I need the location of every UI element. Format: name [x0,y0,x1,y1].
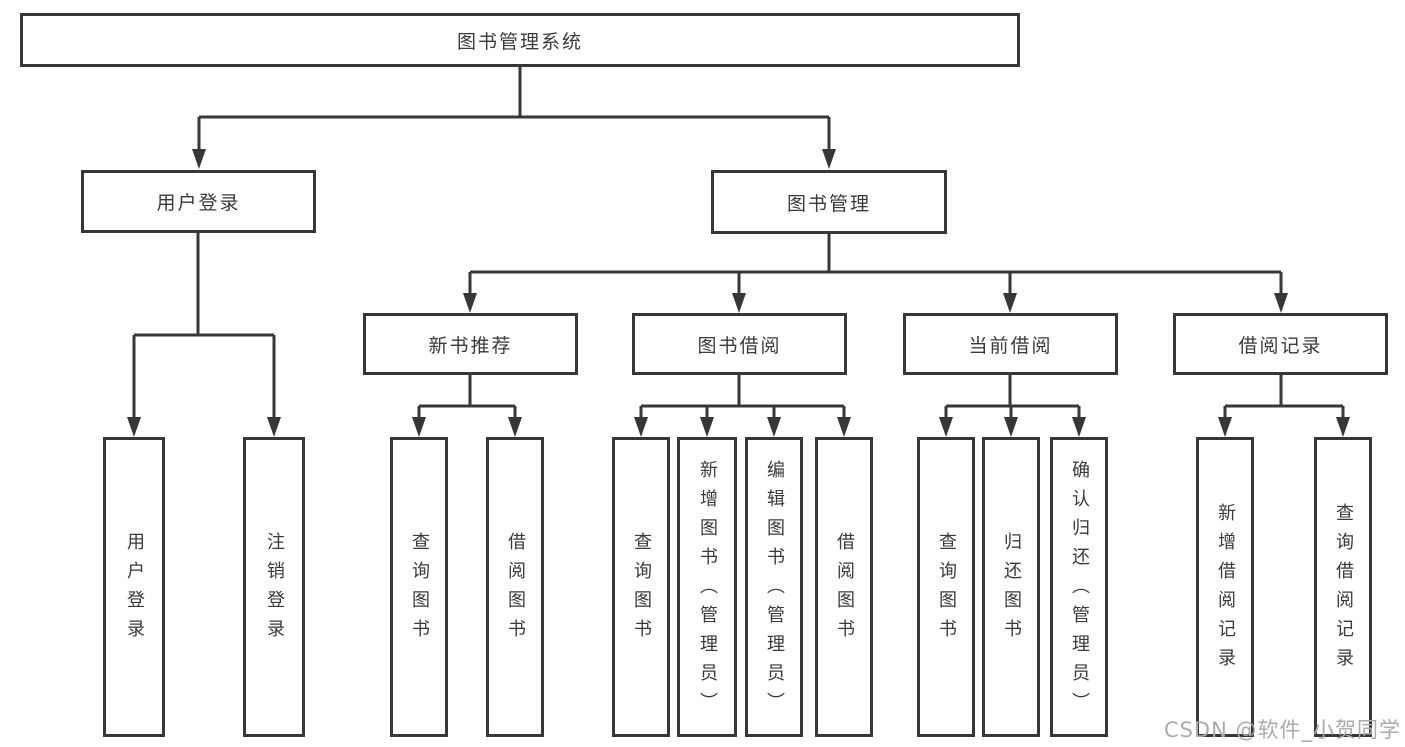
arrowhead [767,417,781,437]
connector-newbook-to-leaves [417,375,517,419]
arrowhead [463,293,477,313]
arrowhead [837,417,851,437]
leaf-query-books-current: 查询图书 [917,437,975,737]
arrowhead [1004,417,1018,437]
arrowhead [508,417,522,437]
arrowhead [1072,417,1086,437]
node-root-library-management-system: 图书管理系统 [20,13,1020,67]
arrowhead [267,417,281,437]
csdn-watermark: CSDN @软件_小贺同学 [1163,718,1401,742]
node-book-management: 图书管理 [711,170,947,234]
arrowhead [1336,417,1350,437]
arrowhead [700,417,714,437]
leaf-query-books-borrow: 查询图书 [612,437,670,737]
arrowhead [732,293,746,313]
node-new-book-recommendation: 新书推荐 [363,313,578,375]
leaf-user-login: 用户登录 [103,437,165,737]
connector-bookmgmt-to-level3 [468,234,1283,295]
node-book-borrowing: 图书借阅 [632,313,847,375]
node-user-login: 用户登录 [81,170,316,233]
arrowhead [192,149,206,169]
arrowhead [939,417,953,437]
arrowhead [412,417,426,437]
connector-userlogin-to-leaves [132,233,276,419]
leaf-query-books-recommend: 查询图书 [390,437,448,737]
leaf-edit-book-admin: 编辑图书（管理员） [745,437,803,737]
connector-currentborrow-to-leaves [944,375,1081,419]
arrowhead [127,417,141,437]
arrowhead [1274,293,1288,313]
leaf-return-book: 归还图书 [982,437,1040,737]
connector-root-to-level2 [197,67,831,151]
leaf-query-borrow-record: 查询借阅记录 [1314,437,1372,737]
leaf-borrow-books: 借阅图书 [815,437,873,737]
arrowhead [822,149,836,169]
arrowhead [1003,293,1017,313]
leaf-logout: 注销登录 [243,437,305,737]
leaf-add-book-admin: 新增图书（管理员） [677,437,737,737]
connector-bookborrow-to-leaves [639,375,846,419]
arrowhead [634,417,648,437]
leaf-confirm-return-admin: 确认归还（管理员） [1050,437,1108,737]
connector-borrowrecord-to-leaves [1223,375,1345,419]
node-current-borrowing: 当前借阅 [903,313,1118,375]
arrowhead [1218,417,1232,437]
leaf-borrow-books-recommend: 借阅图书 [486,437,544,737]
leaf-add-borrow-record: 新增借阅记录 [1196,437,1254,737]
node-borrowing-records: 借阅记录 [1173,313,1388,375]
